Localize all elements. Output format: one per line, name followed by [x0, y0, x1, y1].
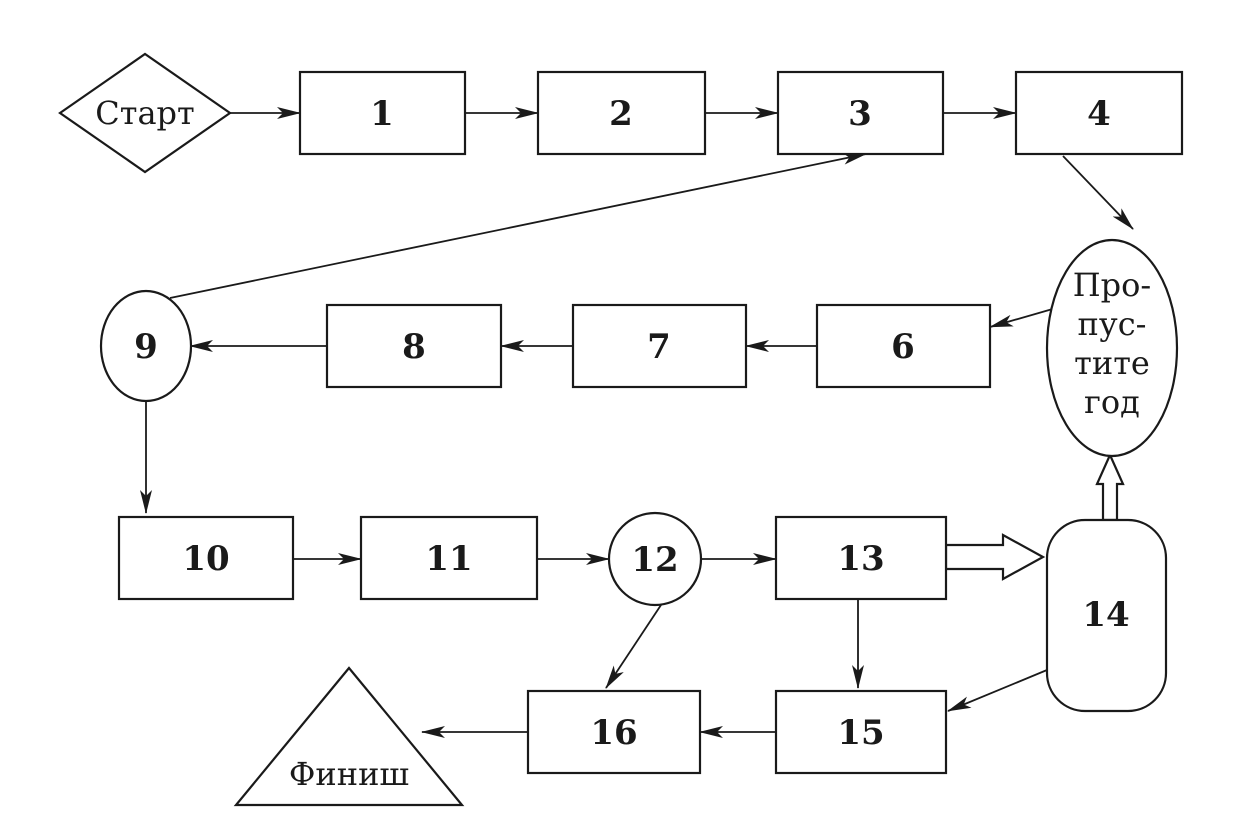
- arrow-12-to-16: [605, 604, 662, 689]
- node-9: 9: [99, 289, 193, 403]
- node-6-label: 6: [891, 327, 915, 367]
- node-14: 14: [1045, 518, 1168, 713]
- node-4-label: 4: [1087, 94, 1111, 134]
- arrow-14-to-15: [947, 669, 1048, 712]
- skip-year-line-4: год: [1084, 383, 1140, 421]
- arrow-4-to-skip-year: [1062, 155, 1134, 230]
- skip-year-line-1: Про-: [1073, 266, 1151, 304]
- node-12: 12: [607, 511, 703, 607]
- node-3-label: 3: [848, 94, 872, 134]
- node-8-label: 8: [402, 327, 426, 367]
- node-11: 11: [359, 515, 539, 601]
- node-10-label: 10: [182, 539, 229, 579]
- node-11-label: 11: [425, 539, 472, 579]
- node-13-label: 13: [837, 539, 884, 579]
- node-9-label: 9: [134, 327, 158, 367]
- node-6: 6: [815, 303, 992, 389]
- arrow-9-to-3: [169, 152, 867, 299]
- node-1: 1: [298, 70, 467, 156]
- node-13: 13: [774, 515, 948, 601]
- skip-year-line-2: пус-: [1078, 305, 1147, 343]
- node-16-label: 16: [590, 713, 637, 753]
- node-15-label: 15: [837, 713, 884, 753]
- node-15: 15: [774, 689, 948, 775]
- node-2-label: 2: [609, 94, 633, 134]
- node-14-label: 14: [1082, 595, 1129, 635]
- skip-year-line-3: тите: [1074, 344, 1150, 382]
- hollow-arrow-13-to-14: [944, 533, 1046, 581]
- connectors: [140, 107, 1134, 738]
- node-7-label: 7: [647, 327, 671, 367]
- finish-label: Финиш: [289, 755, 409, 793]
- node-3: 3: [776, 70, 945, 156]
- node-16: 16: [526, 689, 702, 775]
- node-8: 8: [325, 303, 503, 389]
- node-skip-year: Про- пус- тите год: [1045, 238, 1179, 458]
- node-1-label: 1: [370, 94, 394, 134]
- node-4: 4: [1014, 70, 1184, 156]
- node-12-label: 12: [631, 540, 678, 580]
- hollow-arrow-14-to-skip-year: [1095, 452, 1125, 522]
- node-finish: Финиш: [233, 666, 465, 807]
- node-10: 10: [117, 515, 295, 601]
- node-7: 7: [571, 303, 748, 389]
- node-2: 2: [536, 70, 707, 156]
- start-label: Старт: [95, 94, 194, 132]
- node-start: Старт: [58, 52, 232, 174]
